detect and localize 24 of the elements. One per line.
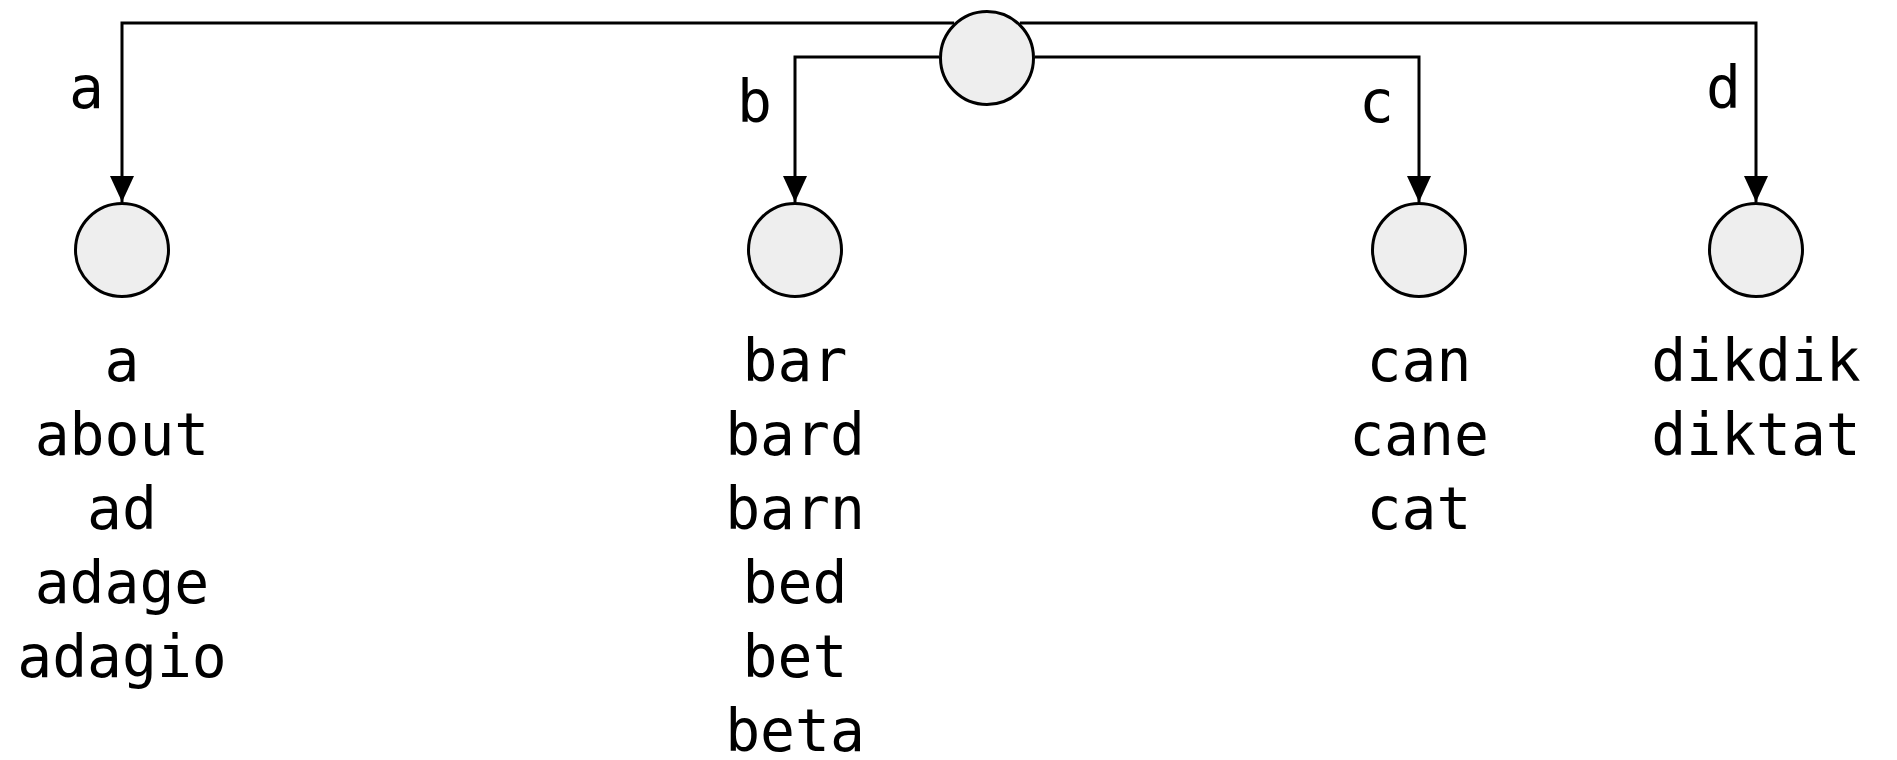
word-label: cane [1349,400,1489,471]
edge-label: b [737,70,772,134]
word-label: bed [742,548,848,619]
word-label: diktat [1651,400,1861,471]
word-label: ad [87,474,157,545]
word-label: can [1366,326,1472,397]
word-label: bar [742,326,848,397]
arrow [110,21,955,202]
word-label: about [34,400,210,471]
word-label: adagio [17,622,227,693]
word-label: cat [1366,474,1472,545]
word-label: adage [34,548,210,619]
word-label: beta [725,696,865,760]
edge-label: d [1706,56,1741,120]
edge-label: c [1359,70,1394,134]
arrow [783,55,939,202]
arrow [1035,55,1431,202]
arrow [1019,21,1768,202]
word-label: barn [725,474,865,545]
word-label: bet [742,622,848,693]
word-label: dikdik [1651,326,1861,397]
word-label: a [104,326,140,397]
edge-label: a [69,56,104,120]
word-label: bard [725,400,865,471]
